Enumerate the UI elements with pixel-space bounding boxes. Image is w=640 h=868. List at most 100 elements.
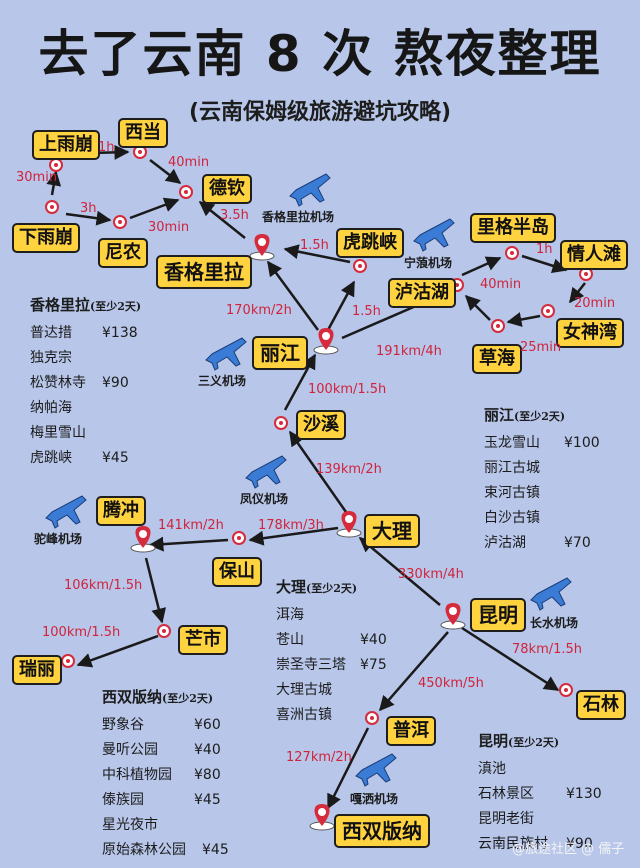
route-kunming-dali — [358, 537, 441, 606]
place-ruili: 瑞丽 — [12, 655, 62, 685]
airplane-icon — [45, 495, 87, 529]
route-label: 3.5h — [220, 208, 249, 223]
airport-label: 宁蒗机场 — [404, 256, 453, 270]
panel-lijiang: 丽江(至少2天) 玉龙雪山¥100 丽江古城 束河古镇 白沙古镇 泸沽湖¥70 — [484, 404, 634, 556]
route-xianggelila-deqin — [198, 201, 246, 239]
watermark: @旅途社区 @ 儒子 — [512, 842, 625, 857]
route-label: 330km/4h — [398, 567, 464, 582]
route-label: 1.5h — [352, 304, 381, 319]
route-mangshi-ruili — [76, 634, 159, 668]
place-baoshan: 保山 — [212, 557, 262, 587]
place-xidang: 西当 — [118, 118, 168, 148]
panel-dali: 大理(至少2天) 洱海 苍山¥40 崇圣寺三塔¥75 大理古城 喜洲古镇 — [276, 576, 426, 728]
route-kunming-puer — [379, 631, 449, 712]
route-label: 1h — [98, 140, 115, 155]
route-label: 450km/5h — [418, 676, 484, 691]
pin-xianggelila — [249, 234, 275, 261]
pin-tengchong — [130, 526, 156, 553]
airplane-icon — [413, 218, 455, 252]
place-lijiang: 丽江 — [252, 336, 308, 370]
airplane-icon — [289, 173, 331, 207]
place-nvshenwan: 女神湾 — [556, 318, 624, 348]
route-label: 191km/4h — [376, 344, 442, 359]
panel-title: 昆明(至少2天) — [478, 732, 560, 750]
route-label: 100km/1.5h — [42, 625, 121, 640]
place-qingrentan: 情人滩 — [560, 240, 628, 270]
route-label: 106km/1.5h — [64, 578, 143, 593]
route-lijiang-xianggelila — [266, 260, 320, 331]
route-label: 1.5h — [300, 238, 329, 253]
airport-label: 嘎洒机场 — [350, 792, 399, 806]
route-baoshan-tengchong — [148, 536, 229, 552]
route-xiayubeng-ninong — [65, 210, 112, 226]
page-subtitle: (云南保姆级旅游避坑攻略) — [188, 100, 452, 125]
panel-title: 香格里拉(至少2天) — [30, 296, 142, 314]
panel-title: 西双版纳(至少2天) — [102, 688, 214, 706]
route-label: 100km/1.5h — [308, 382, 387, 397]
place-mangshi: 芒市 — [178, 625, 228, 655]
airport-label: 三义机场 — [198, 374, 247, 388]
panel-kunming: 昆明(至少2天) 滇池 石林景区¥130 昆明老街 云南民族村¥90 — [478, 730, 628, 857]
route-puer-xishuangbanna — [326, 727, 370, 810]
panel-xianggelila: 香格里拉(至少2天) 普达措¥138 独克宗 松赞林寺¥90 纳帕海 梅里雪山 … — [30, 294, 190, 471]
route-label: 1h — [536, 242, 553, 257]
route-label: 170km/2h — [226, 303, 292, 318]
airport-label: 凤仪机场 — [240, 492, 289, 506]
route-shaxi-lijiang — [283, 353, 317, 411]
route-lugu-ligebandao — [461, 256, 502, 277]
pin-kunming — [440, 603, 466, 630]
route-label: 20min — [574, 296, 616, 311]
route-ninong-deqin — [129, 197, 180, 220]
route-label: 40min — [480, 277, 522, 292]
pin-xishuangbanna — [309, 804, 335, 831]
route-label: 139km/2h — [316, 462, 382, 477]
route-label: 127km/2h — [286, 750, 352, 765]
place-ligebandao: 里格半岛 — [470, 213, 556, 243]
airplane-icon — [530, 577, 572, 611]
route-label: 78km/1.5h — [512, 642, 583, 657]
route-dali-shaxi — [288, 430, 348, 513]
route-qingrentan-nvshenwan — [569, 282, 586, 304]
place-xishuangbanna: 西双版纳 — [334, 814, 430, 848]
pin-dali — [336, 511, 362, 538]
place-shaxi: 沙溪 — [296, 410, 346, 440]
place-deqin: 德钦 — [202, 174, 252, 204]
panel-xishuangbanna: 西双版纳(至少2天) 野象谷¥60 曼听公园¥40 中科植物园¥80 傣族园¥4… — [102, 686, 282, 863]
route-label: 30min — [148, 220, 190, 235]
route-dali-baoshan — [248, 526, 339, 546]
place-shilin: 石林 — [576, 690, 626, 720]
route-label: 30min — [16, 170, 58, 185]
place-shangyubeng: 上雨崩 — [32, 130, 100, 160]
page-title: 去了云南 8 次 熬夜整理 — [38, 25, 602, 83]
route-label: 141km/2h — [158, 518, 224, 533]
panel-title: 大理(至少2天) — [276, 578, 358, 596]
route-kunming-shilin — [461, 626, 560, 692]
route-label: 25min — [520, 340, 562, 355]
route-label: 3h — [80, 201, 97, 216]
place-lugu: 泸沽湖 — [388, 278, 456, 308]
route-caohai-lugu — [464, 294, 491, 321]
route-ligebandao-qingrentan — [521, 254, 568, 274]
place-xianggelila: 香格里拉 — [156, 255, 252, 289]
route-lijiang-hutiaoxia — [326, 280, 356, 331]
airplane-icon — [245, 455, 287, 489]
pin-lijiang — [313, 328, 339, 355]
place-hutiaoxia: 虎跳峡 — [336, 228, 404, 258]
place-ninong: 尼农 — [98, 238, 148, 268]
panel-title: 丽江(至少2天) — [484, 406, 566, 424]
place-tengchong: 腾冲 — [96, 496, 146, 526]
place-dali: 大理 — [364, 514, 420, 548]
airport-label: 长水机场 — [530, 616, 579, 630]
route-label: 40min — [168, 155, 210, 170]
place-xiayubeng: 下雨崩 — [12, 223, 80, 253]
route-xidang-deqin — [149, 159, 182, 184]
route-hutiaoxia-xianggelila — [283, 244, 351, 264]
airplane-icon — [205, 337, 247, 371]
route-xiayubeng-shangyubeng — [46, 170, 62, 196]
airport-label: 香格里拉机场 — [262, 210, 335, 224]
place-caohai: 草海 — [472, 344, 522, 374]
place-puer: 普洱 — [386, 716, 436, 746]
airplane-icon — [355, 753, 397, 787]
airport-label: 驼峰机场 — [34, 532, 83, 546]
